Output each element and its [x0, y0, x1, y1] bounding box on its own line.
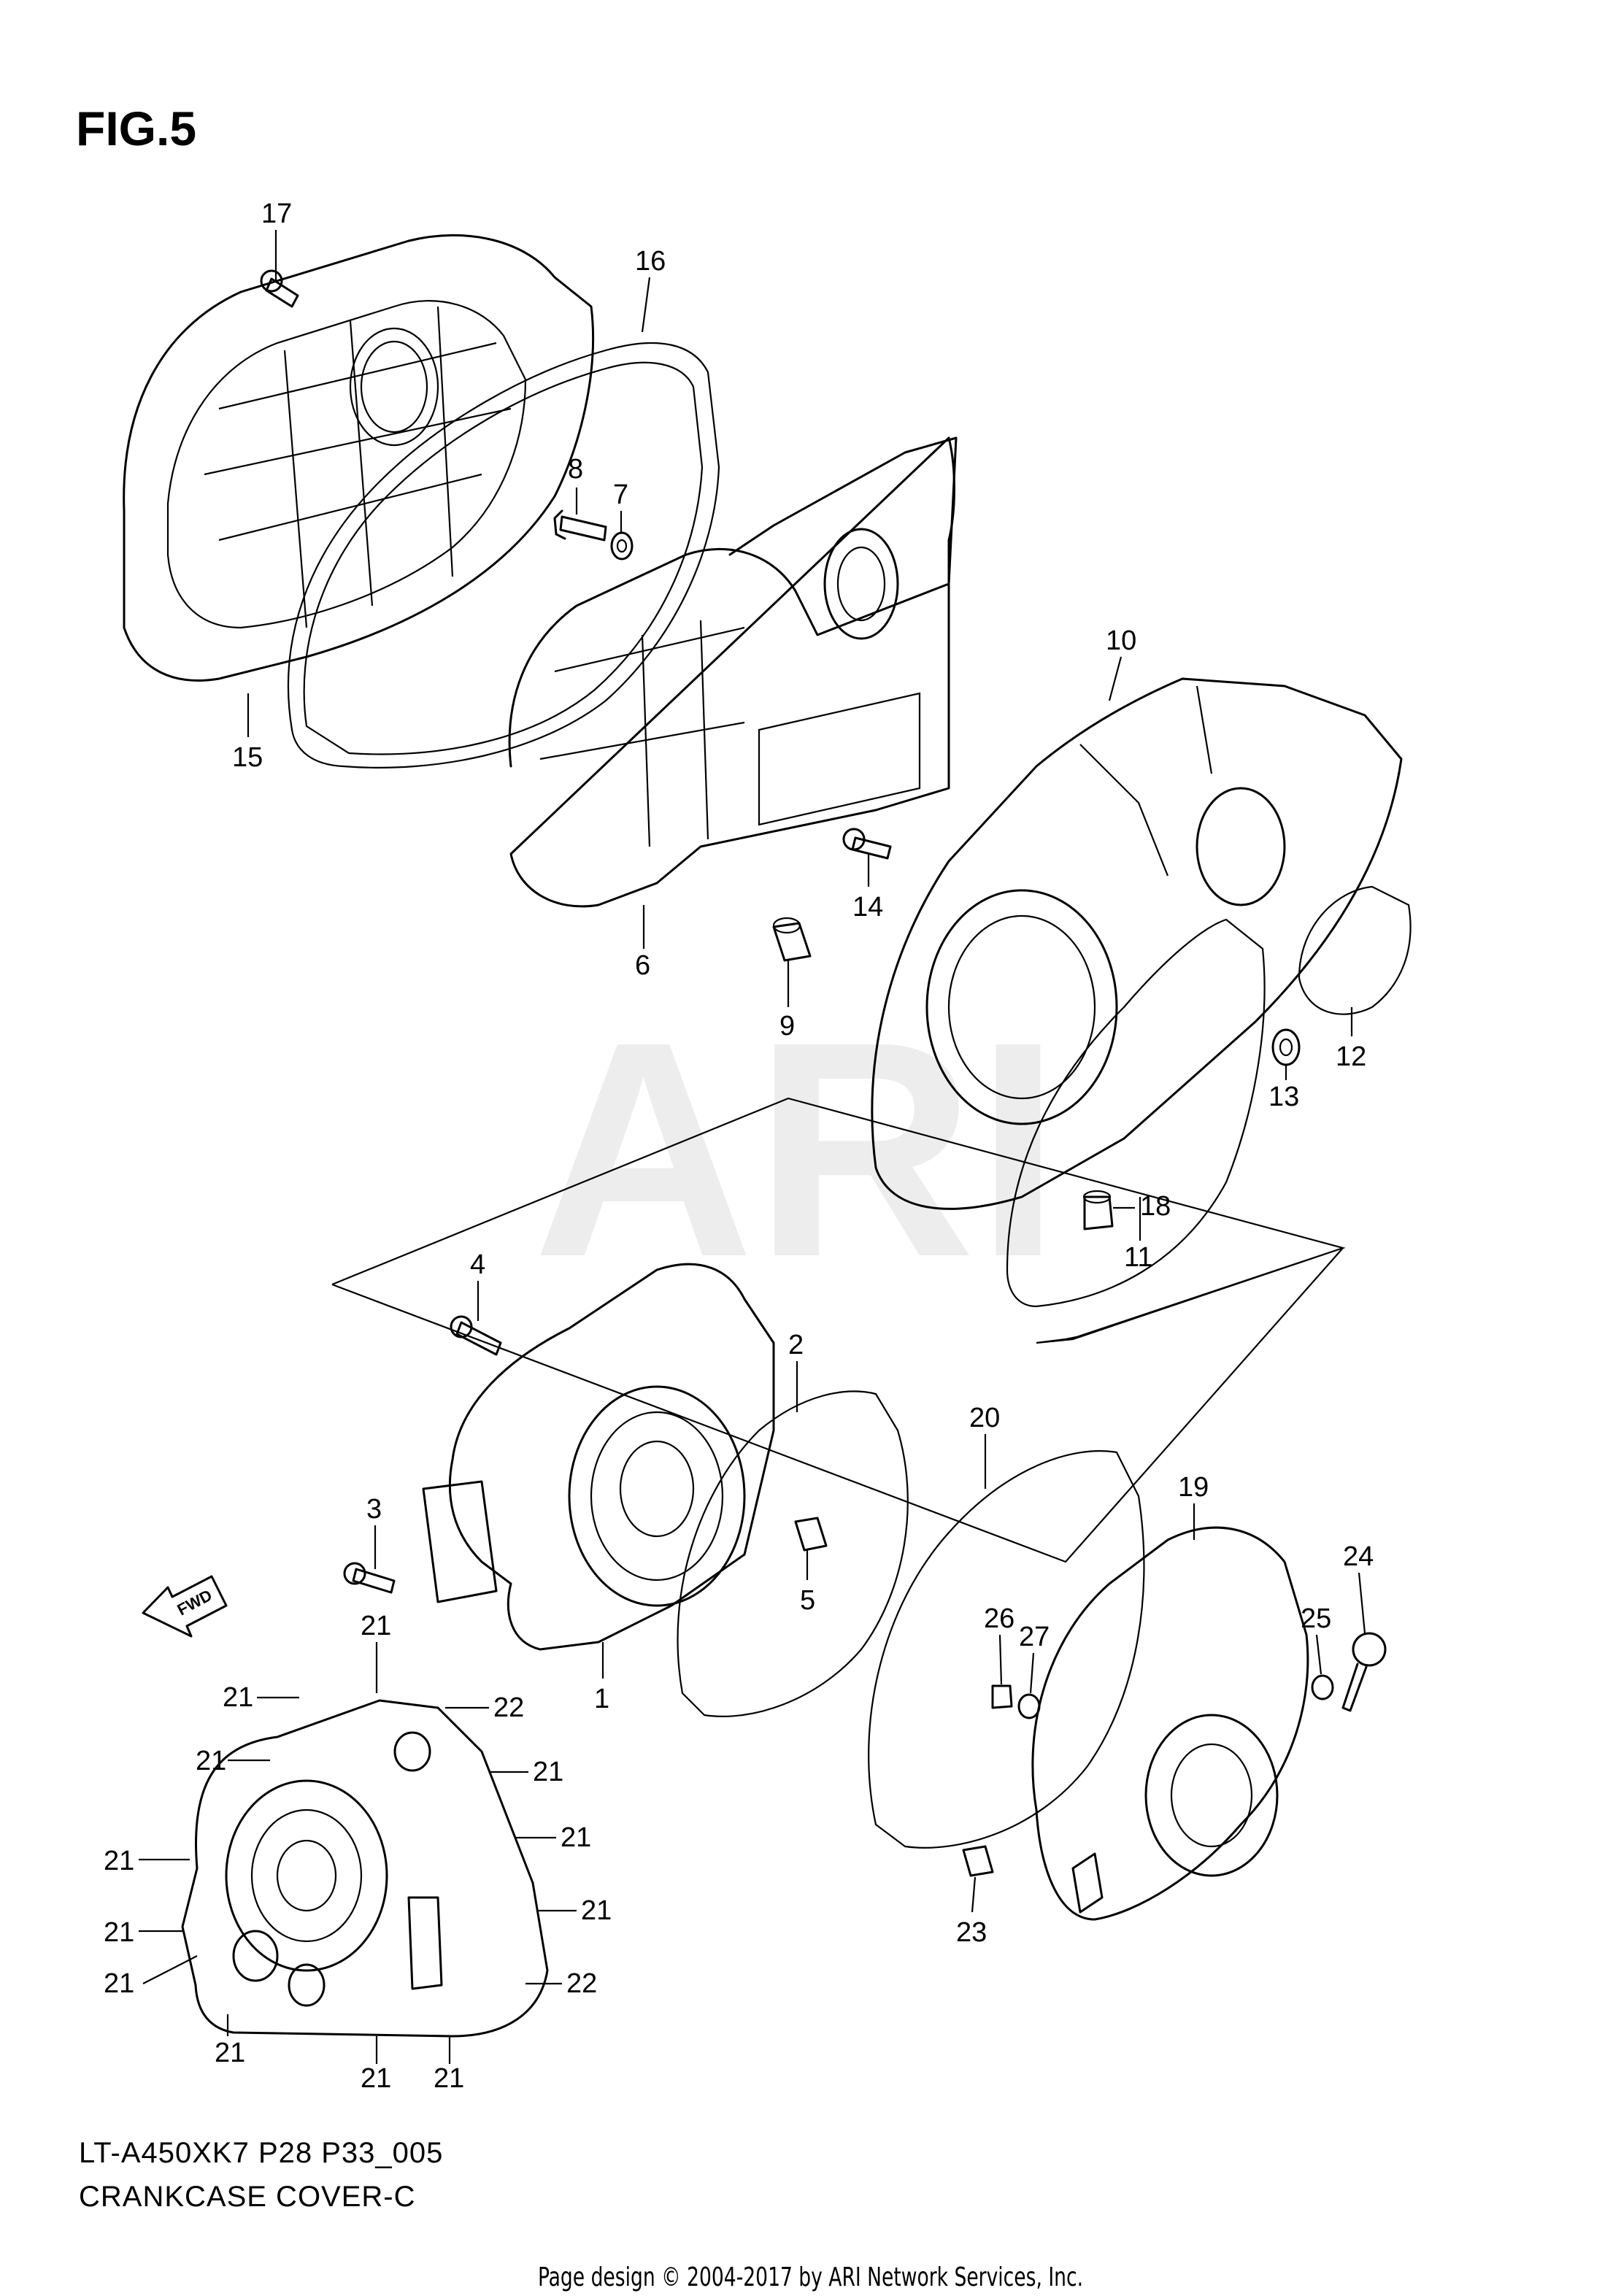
callout-21-f: 21	[104, 1846, 134, 1876]
callout-22-b: 21	[104, 1968, 134, 1999]
part-2-gasket	[677, 1390, 909, 1717]
callout-21-j: 21	[215, 2038, 245, 2068]
callout-1: 1	[594, 1684, 609, 1714]
leader-10	[1108, 656, 1123, 701]
callout-23: 23	[956, 1917, 987, 1948]
leader-16	[641, 277, 651, 333]
part-17-bolt	[260, 269, 299, 308]
part-6-inner-cover	[508, 436, 958, 908]
watermark: ARI	[533, 979, 1060, 1321]
leader-22-b	[142, 1955, 198, 1984]
part-10-crankcase-cover	[871, 677, 1403, 1210]
part-15-outer-cover	[123, 234, 595, 682]
callout-21-c: 21	[196, 1746, 226, 1776]
leader-23	[971, 1876, 977, 1913]
model-caption: LT-A450XK7 P28 P33_005	[79, 2137, 444, 2169]
callout-11: 11	[1124, 1242, 1152, 1273]
callout-4: 4	[470, 1249, 485, 1280]
callout-labels: 17 16 8 7 10 15 6 14 9 12 13 18 11 4 2 2…	[104, 199, 1374, 2094]
leader-26	[998, 1634, 1003, 1685]
part-9-dowel	[772, 917, 812, 962]
part-5-dowel	[794, 1517, 828, 1552]
callout-27: 27	[1019, 1622, 1050, 1652]
callout-24: 24	[1343, 1541, 1374, 1572]
part-16-gasket	[287, 342, 720, 768]
callout-12: 12	[1336, 1041, 1366, 1072]
callout-9: 9	[779, 1011, 795, 1041]
callout-8: 8	[568, 454, 583, 485]
callout-21-e: 21	[561, 1822, 591, 1853]
callout-17: 17	[261, 199, 292, 229]
leader-24	[1358, 1572, 1366, 1634]
part-18-plug	[1082, 1190, 1114, 1230]
callout-21-l: 21	[434, 2063, 464, 2094]
callout-3: 3	[366, 1494, 382, 1525]
fwd-arrow-icon: FWD	[142, 1575, 228, 1638]
part-19-right-cover	[1031, 1526, 1309, 1921]
figure-title: FIG.5	[76, 101, 197, 155]
callout-22-a: 22	[493, 1692, 524, 1723]
callout-16: 16	[635, 246, 666, 277]
callout-13: 13	[1268, 1082, 1299, 1112]
callout-20: 20	[969, 1403, 1000, 1433]
callout-10: 10	[1106, 625, 1136, 656]
callout-21-b: 21	[223, 1682, 253, 1713]
part-27-washer	[1017, 1693, 1041, 1719]
callout-25: 25	[1301, 1603, 1331, 1634]
callout-18: 18	[1140, 1191, 1171, 1222]
callout-21-k: 21	[361, 2063, 391, 2094]
callout-21-g: 21	[581, 1895, 612, 1926]
callout-15: 15	[232, 742, 263, 773]
callout-21-d: 21	[533, 1757, 563, 1787]
part-7-washer	[610, 531, 634, 560]
part-25-o-ring	[1311, 1674, 1334, 1700]
callout-21-a: 21	[361, 1611, 391, 1641]
callout-7: 7	[613, 479, 628, 510]
subassembly-outline	[331, 1097, 1346, 1563]
part-14-bolt	[842, 828, 892, 860]
callout-19: 19	[1178, 1472, 1209, 1503]
part-26-plug	[991, 1684, 1013, 1709]
part-23-dowel	[962, 1845, 994, 1877]
part-4-bolt	[450, 1315, 502, 1356]
callout-6: 6	[635, 950, 650, 981]
callout-21-h: 21	[104, 1917, 134, 1948]
callout-5: 5	[800, 1585, 815, 1616]
callout-21-i: 22	[566, 1968, 597, 1999]
part-21-cover-assembly	[181, 1699, 549, 2038]
part-11-gasket	[1006, 918, 1266, 1308]
section-caption: CRANKCASE COVER-C	[79, 2181, 416, 2213]
callout-14: 14	[852, 892, 883, 922]
leader-27	[1029, 1652, 1035, 1694]
callout-26: 26	[984, 1603, 1014, 1634]
leader-25	[1315, 1634, 1322, 1675]
part-1-clutch-cover	[422, 1263, 775, 1651]
callout-2: 2	[788, 1330, 804, 1360]
part-3-bolt	[343, 1562, 396, 1594]
part-20-gasket	[868, 1450, 1145, 1849]
copyright-footer: Page design © 2004-2017 by ARI Network S…	[537, 2262, 1084, 2292]
part-24-plug	[1341, 1632, 1387, 1712]
part-8-bolt	[553, 509, 607, 542]
part-12-gasket	[1298, 885, 1412, 1015]
part-13-seal	[1271, 1028, 1301, 1066]
